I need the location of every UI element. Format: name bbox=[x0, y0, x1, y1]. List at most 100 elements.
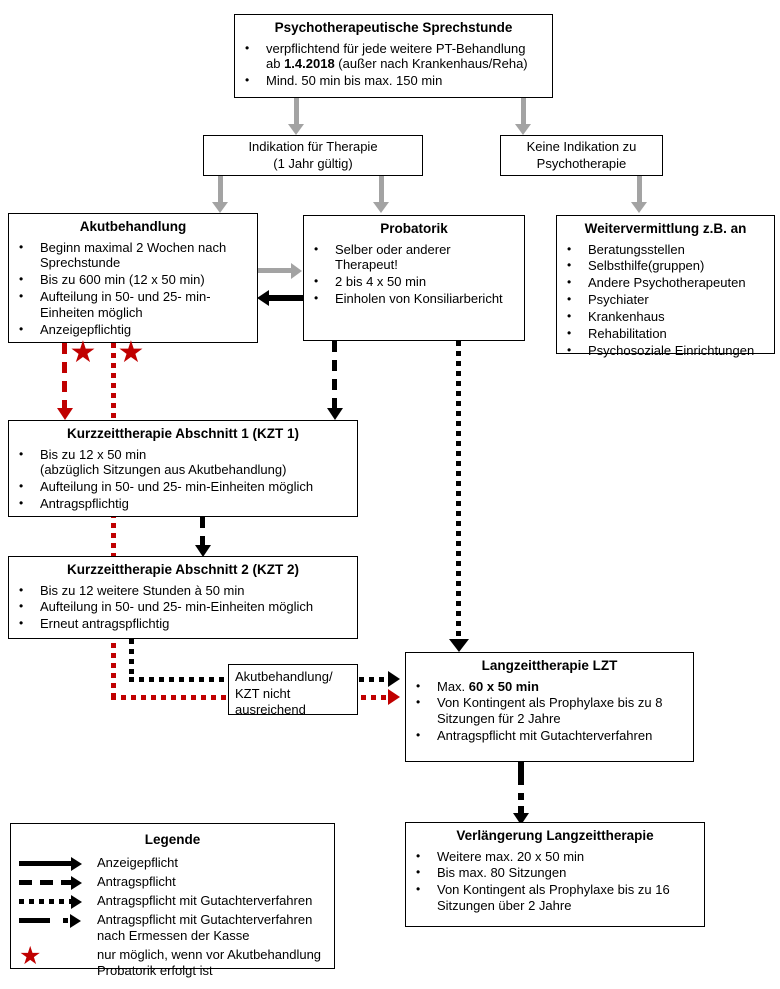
bullet-item: Max. 60 x 50 min bbox=[406, 679, 689, 695]
legend-item: Antragspflicht mit Gutachterverfahren na… bbox=[19, 912, 326, 945]
bullet-item: Von Kontingent als Prophylaxe bis zu 16S… bbox=[406, 882, 700, 914]
box-title: Psychotherapeutische Sprechstunde bbox=[274, 20, 513, 35]
box-title: Weitervermittlung z.B. an bbox=[584, 221, 747, 236]
arrow-lzt-to-verlaengerung-dot bbox=[518, 793, 524, 800]
box-psychotherapeutische-sprechstunde: Psychotherapeutische Sprechstunde verpfl… bbox=[234, 14, 553, 98]
bullet-item: Psychiater bbox=[557, 292, 770, 308]
star-icon: ★ bbox=[69, 336, 97, 369]
bullet-item: Aufteilung in 50- und 25- min-Einheiten … bbox=[9, 289, 253, 321]
legend-label: Antragspflicht mit Gutachterverfahren na… bbox=[97, 911, 313, 944]
box-text: Indikation für Therapie (1 Jahr gültig) bbox=[248, 139, 378, 171]
box-langzeittherapie: Langzeittherapie LZT Max. 60 x 50 minVon… bbox=[405, 652, 694, 762]
bullet-item: Krankenhaus bbox=[557, 309, 770, 325]
bullet-item: Bis max. 80 Sitzungen bbox=[406, 865, 700, 881]
arrow-sprechstunde-to-keine-indikation bbox=[521, 97, 526, 124]
box-akutbehandlung: Akutbehandlung Beginn maximal 2 Wochen n… bbox=[8, 213, 258, 343]
bullet-item: Andere Psychotherapeuten bbox=[557, 275, 770, 291]
box-kzt1: Kurzzeittherapie Abschnitt 1 (KZT 1) Bis… bbox=[8, 420, 358, 517]
box-title: Langzeittherapie LZT bbox=[481, 658, 618, 673]
box-nicht-ausreichend: Akutbehandlung/ KZT nicht ausreichend bbox=[228, 664, 358, 717]
box-title: Akutbehandlung bbox=[79, 219, 187, 234]
arrowhead-down-icon bbox=[373, 202, 389, 213]
bullet-item: Antragspflichtig bbox=[9, 496, 353, 512]
line-kzt2-to-lzt-vertical bbox=[129, 639, 134, 680]
red-star-icon: ★ bbox=[19, 941, 42, 970]
arrowhead-left-icon bbox=[257, 290, 269, 306]
legend-rows: Anzeigepflicht Antragspflicht Antragspfl… bbox=[19, 855, 326, 981]
arrowhead-down-icon bbox=[212, 202, 228, 213]
box-text: Keine Indikation zu Psychotherapie bbox=[526, 139, 637, 171]
arrow-kzt1-to-kzt2 bbox=[200, 517, 205, 545]
bullet-list: Weitere max. 20 x 50 minBis max. 80 Sitz… bbox=[406, 849, 704, 914]
arrowhead-down-icon bbox=[631, 202, 647, 213]
bullet-item: Erneut antragspflichtig bbox=[9, 616, 353, 632]
bullet-item: Anzeigepflichtig bbox=[9, 322, 253, 338]
legend-label: Antragspflicht bbox=[97, 873, 176, 889]
arrowhead-right-icon bbox=[291, 263, 302, 279]
star-icon: ★ bbox=[117, 336, 145, 369]
arrow-indikation-to-akutbehandlung bbox=[218, 176, 223, 202]
arrowhead-down-icon bbox=[515, 124, 531, 135]
box-kzt2: Kurzzeittherapie Abschnitt 2 (KZT 2) Bis… bbox=[8, 556, 358, 639]
legend-label: nur möglich, wenn vor Akutbehandlung Pro… bbox=[97, 946, 322, 979]
bullet-item: Von Kontingent als Prophylaxe bis zu 8Si… bbox=[406, 695, 689, 727]
arrowhead-right-icon bbox=[388, 671, 400, 687]
dash-dot-arrow-icon bbox=[19, 913, 97, 929]
box-verlaengerung-langzeittherapie: Verlängerung Langzeittherapie Weitere ma… bbox=[405, 822, 705, 927]
bullet-list: Max. 60 x 50 minVon Kontingent als Proph… bbox=[406, 679, 693, 744]
arrowhead-down-icon bbox=[57, 408, 73, 420]
legend-label: Anzeigepflicht bbox=[97, 854, 178, 870]
bullet-item: Bis zu 600 min (12 x 50 min) bbox=[9, 272, 253, 288]
arrowhead-down-icon bbox=[288, 124, 304, 135]
bullet-list: Bis zu 12 weitere Stunden à 50 minAuftei… bbox=[9, 583, 357, 633]
legend-label: Antragspflicht mit Gutachterverfahren bbox=[97, 892, 313, 908]
bullet-item: Selbsthilfe(gruppen) bbox=[557, 258, 770, 274]
arrow-lzt-to-verlaengerung-dash2 bbox=[518, 806, 524, 813]
arrowhead-down-icon bbox=[195, 545, 211, 557]
arrow-probatorik-to-lzt bbox=[456, 341, 461, 639]
arrow-keine-indikation-to-weitervermittlung bbox=[637, 176, 642, 202]
bullet-item: Einholen von Konsiliarbericht bbox=[304, 291, 520, 307]
dashed-arrow-icon bbox=[19, 875, 97, 891]
bullet-list: BeratungsstellenSelbsthilfe(gruppen)Ande… bbox=[557, 242, 774, 359]
arrowhead-down-icon bbox=[327, 408, 343, 420]
box-title: Kurzzeittherapie Abschnitt 1 (KZT 1) bbox=[66, 426, 300, 441]
legend-box: Legende Anzeigepflicht Antragspflicht An… bbox=[10, 823, 335, 978]
arrow-akutbehandlung-to-kzt1 bbox=[62, 343, 67, 408]
bullet-list: verpflichtend für jede weitere PT-Behand… bbox=[235, 41, 552, 90]
legend-item: Antragspflicht mit Gutachterverfahren bbox=[19, 893, 326, 910]
arrowhead-right-icon bbox=[388, 689, 400, 705]
bullet-item: Psychosoziale Einrichtungen bbox=[557, 343, 770, 359]
line-akutbehandlung-to-lzt-vertical bbox=[111, 343, 116, 699]
bullet-item: 2 bis 4 x 50 min bbox=[304, 274, 520, 290]
legend-item: Antragspflicht bbox=[19, 874, 326, 891]
bullet-list: Beginn maximal 2 Wochen nachSprechstunde… bbox=[9, 240, 257, 338]
bullet-item: Bis zu 12 weitere Stunden à 50 min bbox=[9, 583, 353, 599]
box-keine-indikation: Keine Indikation zu Psychotherapie bbox=[500, 135, 663, 176]
legend-title: Legende bbox=[144, 832, 201, 847]
dotted-arrow-icon bbox=[19, 894, 97, 910]
box-title: Probatorik bbox=[380, 221, 448, 236]
arrowhead-down-icon bbox=[449, 639, 469, 652]
box-title: Kurzzeittherapie Abschnitt 2 (KZT 2) bbox=[66, 562, 300, 577]
bullet-item: Aufteilung in 50- und 25- min-Einheiten … bbox=[9, 479, 353, 495]
arrow-sprechstunde-to-indikation bbox=[294, 97, 299, 124]
bullet-item: Mind. 50 min bis max. 150 min bbox=[235, 73, 548, 89]
box-weitervermittlung: Weitervermittlung z.B. an Beratungsstell… bbox=[556, 215, 775, 358]
bullet-item: Weitere max. 20 x 50 min bbox=[406, 849, 700, 865]
arrow-akutbehandlung-to-probatorik bbox=[258, 268, 292, 273]
box-indikation-fuer-therapie: Indikation für Therapie (1 Jahr gültig) bbox=[203, 135, 423, 176]
box-text: Akutbehandlung/ KZT nicht ausreichend bbox=[235, 669, 333, 718]
bullet-item: Aufteilung in 50- und 25- min-Einheiten … bbox=[9, 599, 353, 615]
bullet-item: Beratungsstellen bbox=[557, 242, 770, 258]
box-title: Verlängerung Langzeittherapie bbox=[456, 828, 654, 843]
legend-item: ★ nur möglich, wenn vor Akutbehandlung P… bbox=[19, 941, 326, 980]
arrow-indikation-to-probatorik bbox=[379, 176, 384, 202]
arrow-probatorik-to-akutbehandlung bbox=[269, 295, 303, 301]
bullet-item: verpflichtend für jede weitere PT-Behand… bbox=[235, 41, 548, 73]
arrow-lzt-to-verlaengerung-dash bbox=[518, 762, 524, 785]
